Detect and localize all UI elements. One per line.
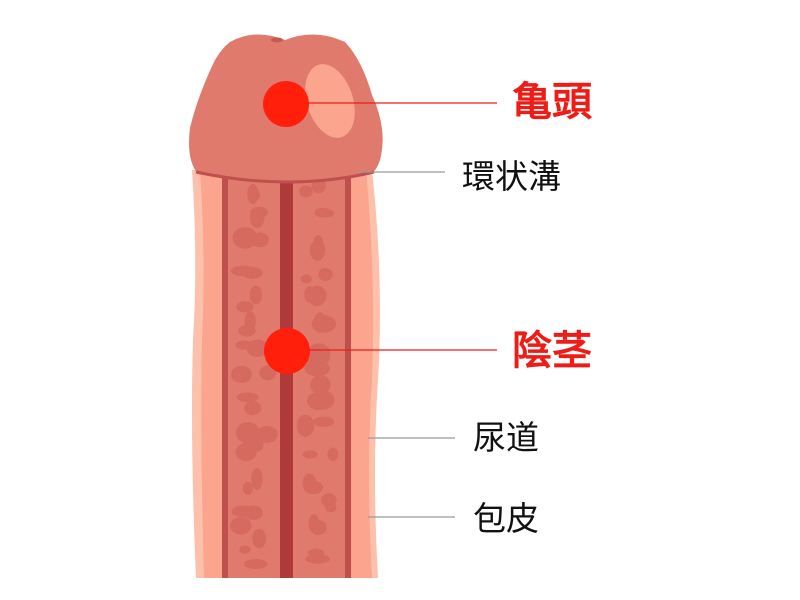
tissue-spot: [305, 554, 330, 564]
tissue-spot: [307, 391, 332, 411]
tissue-spot: [302, 450, 318, 459]
label-glans: 亀頭: [512, 78, 592, 125]
tissue-spot: [247, 183, 259, 205]
tissue-spot: [249, 285, 263, 305]
tissue-spot: [236, 392, 259, 403]
tissue-spot: [241, 266, 263, 279]
tissue-spot: [230, 516, 252, 535]
tissue-spot: [310, 375, 331, 395]
tissue-spot: [304, 360, 330, 377]
tissue-spot: [231, 505, 256, 518]
tissue-spot: [250, 206, 269, 219]
tissue-spot: [303, 480, 323, 495]
tissue-spot: [308, 514, 320, 533]
tissue-spot: [318, 267, 333, 282]
label-foreskin: 包皮: [473, 499, 539, 538]
tissue-spot: [236, 301, 254, 313]
tissue-spot: [244, 401, 262, 416]
label-coronal-sulcus: 環状溝: [462, 157, 561, 196]
tissue-spot: [230, 365, 252, 383]
tissue-spot: [313, 416, 335, 427]
tissue-spot: [300, 274, 312, 284]
tissue-spot: [252, 528, 266, 549]
spongy-tissue-spots: [230, 178, 339, 569]
tissue-spot: [242, 481, 253, 495]
urethra: [280, 172, 293, 578]
shaft: [192, 170, 380, 578]
tissue-spot: [243, 558, 268, 569]
tissue-spot: [309, 239, 326, 261]
label-shaft: 陰茎: [512, 327, 592, 374]
tissue-spot: [314, 207, 331, 218]
tissue-spot: [251, 468, 263, 490]
tissue-spot: [232, 227, 258, 249]
tissue-spot: [327, 447, 339, 461]
tissue-spot: [308, 548, 325, 558]
tissue-spot: [235, 442, 257, 462]
tissue-spot: [296, 414, 315, 437]
tissue-spot: [235, 422, 260, 444]
tissue-spot: [325, 502, 337, 513]
tissue-spot: [239, 545, 251, 554]
tissue-spot: [311, 315, 337, 333]
tissue-spot: [235, 340, 253, 350]
shaft-marker: [264, 328, 310, 374]
glans-marker: [263, 81, 309, 127]
tissue-spot: [238, 325, 256, 337]
coronal-sulcus-line: [195, 170, 375, 184]
glans-highlight: [305, 64, 355, 138]
tissue-spot: [299, 185, 313, 198]
tissue-spot: [255, 426, 278, 443]
tissue-spot: [307, 343, 331, 365]
tissue-spot: [307, 285, 327, 307]
label-urethra: 尿道: [473, 418, 539, 457]
tissue-spot: [259, 365, 277, 381]
